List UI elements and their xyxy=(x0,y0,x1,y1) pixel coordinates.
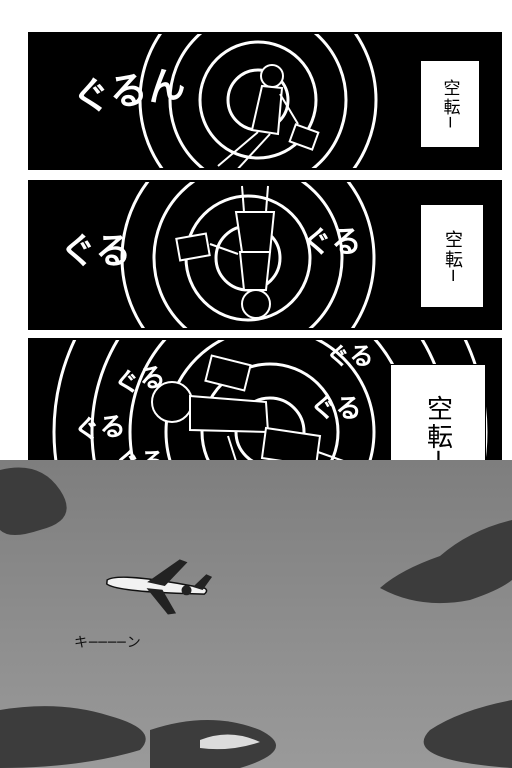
sfx-guru-4: ぐる xyxy=(72,411,127,447)
sky-panel xyxy=(0,460,512,768)
panel-1: ぐるん 空転─ xyxy=(28,32,502,170)
caption-panel-2: 空転─ xyxy=(420,204,484,308)
sfx-guru-left: ぐる xyxy=(60,231,132,272)
sfx-guru-3: ぐる xyxy=(310,394,362,424)
panel-2: ぐる ぐる 空転─ xyxy=(28,180,502,330)
panel-2-art xyxy=(120,182,376,328)
sfx-guru-1: ぐる xyxy=(326,342,374,370)
sky-art xyxy=(0,460,512,768)
spinning-girl-figure xyxy=(151,354,381,519)
airplane xyxy=(105,559,213,615)
panel-1-art xyxy=(138,34,378,168)
spinning-girl-figure xyxy=(175,185,276,319)
sfx-guru-right: ぐる xyxy=(302,225,362,260)
sfx-engine-roar: キ────ン xyxy=(74,635,142,651)
caption-panel-1: 空転─ xyxy=(420,60,480,148)
spinning-girl-figure xyxy=(217,64,320,168)
